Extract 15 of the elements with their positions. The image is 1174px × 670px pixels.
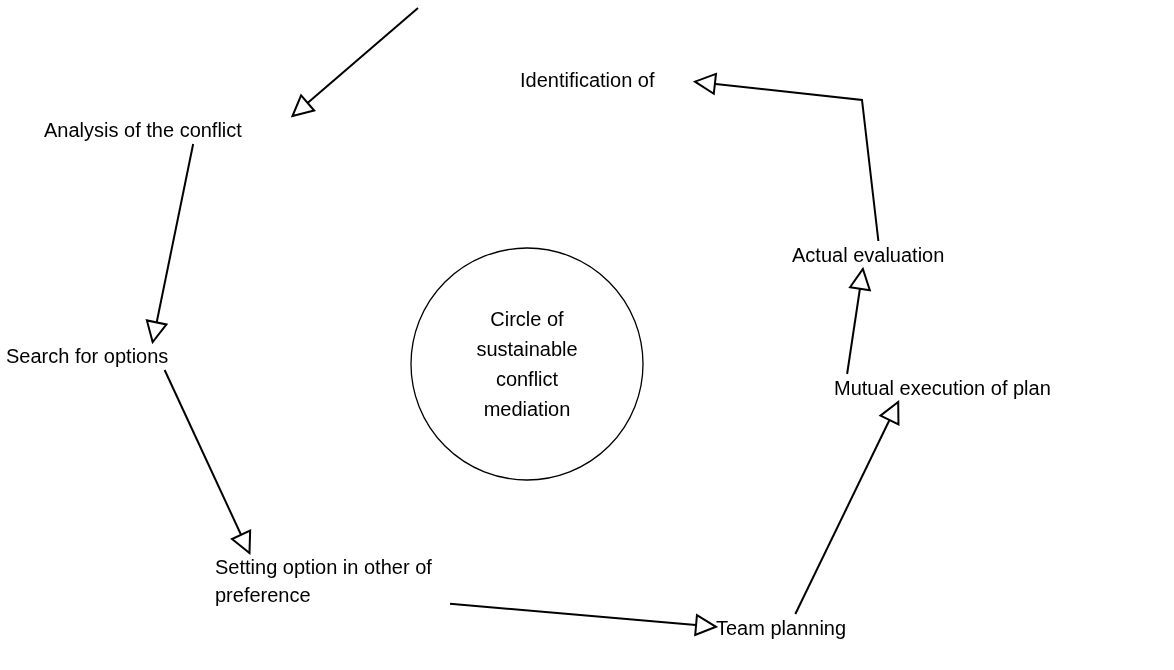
arrow xyxy=(794,401,900,615)
step-label: Setting option in other of preference xyxy=(215,555,433,608)
step-label: Identification of xyxy=(520,68,656,93)
arrow xyxy=(449,602,717,637)
step-label: Mutual execution of plan xyxy=(834,376,1052,401)
arrow xyxy=(163,369,252,554)
step-label: Analysis of the conflict xyxy=(44,118,243,143)
step-label: Search for options xyxy=(6,344,170,369)
arrow xyxy=(694,72,880,242)
step-label: Team planning xyxy=(716,616,848,641)
arrow xyxy=(145,143,195,343)
step-label: Actual evaluation xyxy=(792,243,946,268)
arrow xyxy=(291,7,419,117)
center-label: Circle of sustainable conflict mediation xyxy=(475,307,579,422)
arrow xyxy=(846,268,871,375)
